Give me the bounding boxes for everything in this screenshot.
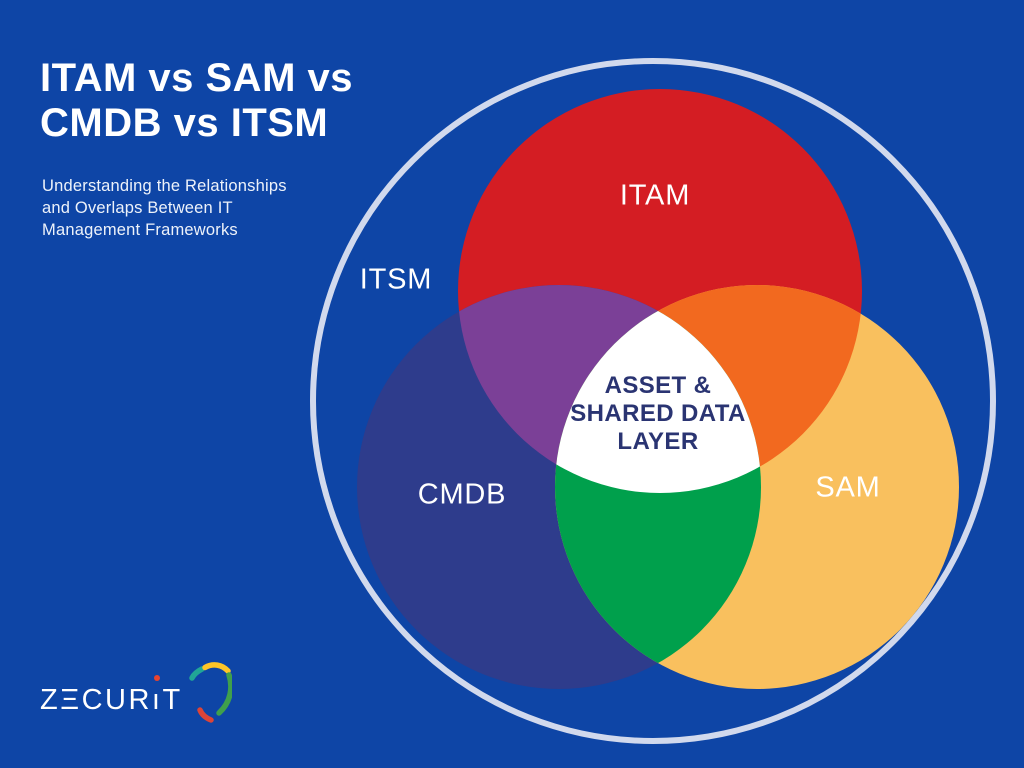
center-label: ASSET & SHARED DATA LAYER [570, 372, 746, 456]
logo-letters-cur: CUR [81, 683, 152, 716]
sam-label: SAM [815, 471, 881, 504]
subtitle-line-1: Understanding the Relationships [42, 177, 287, 195]
title-line-2: CMDB vs ITSM [40, 100, 329, 145]
logo-letter-i: ı [151, 674, 163, 716]
center-label-line-1: ASSET & [604, 371, 712, 399]
itsm-outer-ring [310, 58, 996, 744]
logo-letter-t: T [162, 683, 183, 716]
page-title: ITAM vs SAM vs CMDB vs ITSM [40, 56, 353, 146]
logo-i-dot [153, 674, 160, 681]
subtitle-line-3: Management Frameworks [42, 220, 238, 239]
itsm-label: ITSM [359, 263, 433, 296]
subtitle-line-2: and Overlaps Between IT [42, 198, 233, 217]
logo-i-stem: ı [151, 683, 163, 716]
itam-label: ITAM [619, 179, 691, 212]
shield-swoosh-icon [188, 662, 232, 723]
page-subtitle: Understanding the Relationships and Over… [42, 176, 287, 241]
logo-letter-z: Z [40, 683, 61, 716]
logo-letter-e: Ξ [60, 683, 82, 716]
center-label-line-2: SHARED DATA [570, 399, 746, 427]
title-line-1: ITAM vs SAM vs [40, 56, 353, 100]
center-label-line-3: LAYER [617, 428, 699, 456]
cmdb-label: CMDB [417, 478, 507, 511]
